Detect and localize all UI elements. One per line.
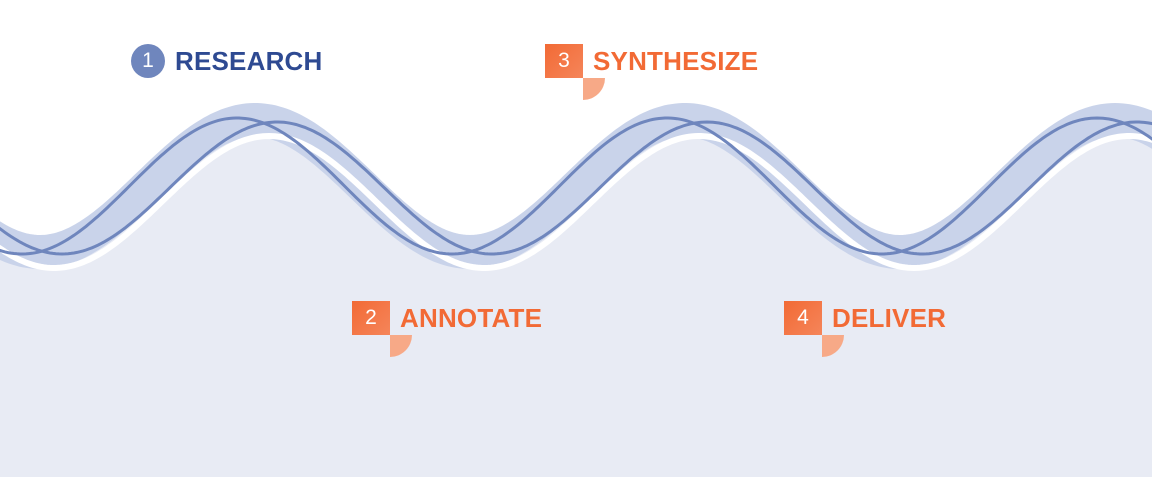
step-label: SYNTHESIZE	[593, 46, 759, 76]
wave-line-back	[0, 120, 1152, 256]
step-number-badge: 4	[784, 301, 844, 357]
step-number-badge: 1	[131, 44, 165, 78]
step-label: DELIVER	[832, 303, 947, 333]
wave-line-front	[0, 116, 1152, 256]
wave-band	[0, 102, 1152, 270]
step-label: ANNOTATE	[400, 303, 543, 333]
step-number: 2	[352, 301, 390, 335]
wave-fill-area	[0, 132, 1152, 477]
step-deliver: 4 DELIVER	[784, 301, 947, 357]
step-number-badge: 2	[352, 301, 412, 357]
step-number-badge: 3	[545, 44, 605, 100]
step-annotate: 2 ANNOTATE	[352, 301, 543, 357]
step-number: 4	[784, 301, 822, 335]
wave-highlight	[0, 132, 1152, 272]
step-number: 3	[545, 44, 583, 78]
step-synthesize: 3 SYNTHESIZE	[545, 44, 759, 100]
step-research: 1 RESEARCH	[131, 44, 323, 78]
step-label: RESEARCH	[175, 46, 323, 76]
